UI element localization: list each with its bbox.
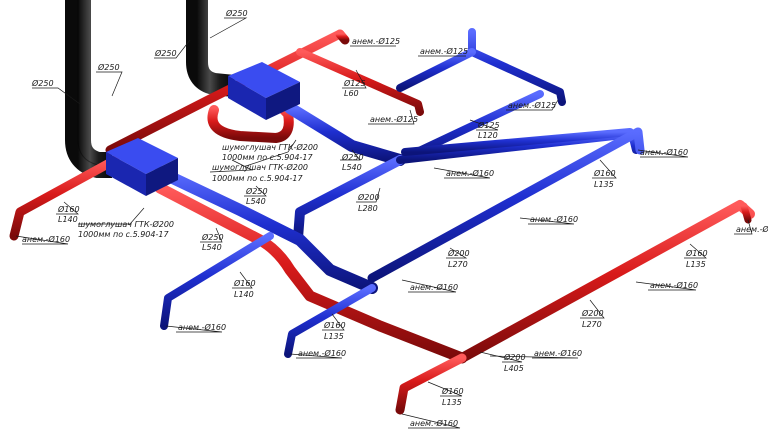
duct-l540-red-label: L540 [202,243,222,252]
duct-125-mid-label: Ø125 [477,120,500,130]
duct-l135-bottom-label: L135 [442,398,462,407]
duct-250-blue-label: Ø250 [341,152,364,162]
anemostat-125-label-a: анем.-Ø125 [352,36,400,46]
anemostat-160-label-9: анем.-Ø160 [534,348,582,358]
duct-l140-left-label: L140 [58,215,78,224]
exhaust-network [154,28,645,358]
anemostat-125-label-d: анем.-Ø125 [370,114,418,124]
duct-125-label: Ø125 [343,78,366,88]
leader-lines [15,17,753,429]
silencer-3-length-label: 1000мм по с.5.904-17 [78,230,169,239]
riser-left-mid-diameter-label: Ø250 [97,62,120,72]
duct-160-l140-mid-label: Ø160 [233,278,256,288]
riser-right [186,0,236,97]
anemostat-160-label-1: анем.-Ø160 [640,147,688,157]
silencer-2-length-label: 1000мм по с.5.904-17 [212,174,303,183]
silencer-2-label: шумоглушач ГТК-Ø200 [212,162,308,172]
duct-l270-mid-label: L270 [448,260,468,269]
duct-l405-label: L405 [504,364,524,373]
silencer-1-length-label: 1000мм по с.5.904-17 [222,153,313,162]
anemostat-160-label-2: анем.-Ø160 [446,168,494,178]
anemostat-160-label-3: анем.-Ø160 [530,214,578,224]
duct-l135-red-label: L135 [686,260,706,269]
duct-160-l135-bottom-label: Ø160 [441,386,464,396]
riser-left [65,0,112,178]
duct-250-mid-label: Ø250 [245,186,268,196]
silencer-1-label: шумоглушач ГТК-Ø200 [222,142,318,152]
duct-160-l135-red-label: Ø160 [685,248,708,258]
ahu-upper [228,62,300,120]
duct-160-l140-left-label: Ø160 [57,204,80,214]
riser-right-top-diameter-label: Ø250 [225,8,248,18]
duct-l280-blue-label: L280 [358,204,378,213]
riser-right-mid-diameter-label: Ø250 [154,48,177,58]
duct-l140-mid-label: L140 [234,290,254,299]
duct-200-blue-label: Ø200 [357,192,380,202]
duct-250-red-label: Ø250 [201,232,224,242]
ahu-lower [106,138,178,196]
anemostat-125-label-b: анем.-Ø125 [420,46,468,56]
duct-200-l270-mid-label: Ø200 [447,248,470,258]
duct-l540-blue-label: L540 [342,163,362,172]
anemostat-160-label-6: анем.-Ø160 [410,282,458,292]
silencer-3-label: шумоглушач ГТК-Ø200 [78,219,174,229]
duct-l540-mid-label: L540 [246,197,266,206]
anemostat-160-label-5: анем.-Ø160 [22,234,70,244]
duct-l120-label: L120 [478,131,498,140]
anemostat-160-label-10: анем.-Ø160 [298,348,346,358]
duct-l135-right-label: L135 [594,180,614,189]
duct-200-l270-right-label: Ø200 [581,308,604,318]
duct-200-l405-label: Ø200 [503,352,526,362]
anemostat-160-label-7: анем.-Ø160 [650,280,698,290]
duct-160-l135-right-label: Ø160 [593,168,616,178]
anemostat-125-label-c: анем.-Ø125 [508,100,556,110]
riser-left-diameter-label: Ø250 [31,78,54,88]
labels: Ø250 Ø250 Ø250 Ø250 анем.-Ø125 анем.-Ø12… [22,8,768,428]
anemostat-160-label-8: анем.-Ø160 [178,322,226,332]
anemostat-160-label-4: анем.-Ø160 [736,224,768,234]
duct-l270-right-label: L270 [582,320,602,329]
duct-l135-mid-label: L135 [324,332,344,341]
duct-160-l135-mid-label: Ø160 [323,320,346,330]
duct-l60-label: L60 [344,89,359,98]
anemostat-160-label-11: анем.-Ø160 [410,418,458,428]
